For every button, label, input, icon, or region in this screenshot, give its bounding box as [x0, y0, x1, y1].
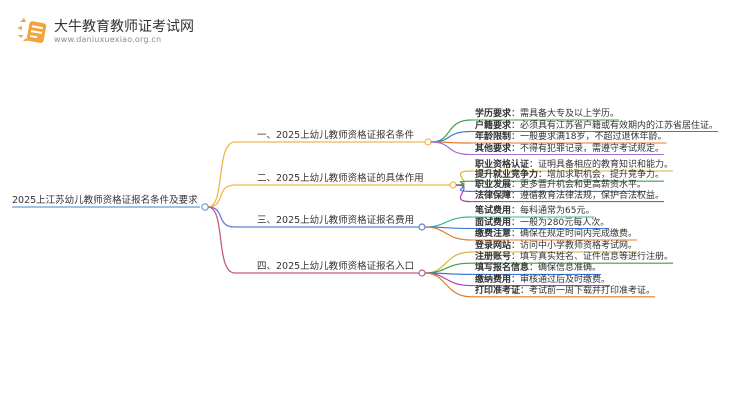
branch-node	[449, 181, 457, 189]
leaf-item: 职业资格认证：证明具备相应的教育知识和能力。	[475, 160, 673, 171]
leaf-item: 笔试费用：每科通常为65元。	[475, 206, 594, 217]
leaf-connector	[424, 216, 472, 228]
leaf-key: 登录网站	[475, 241, 512, 251]
leaf-item: 其他要求：不得有犯罪记录，需遵守考试规定。	[475, 144, 664, 155]
logo-title: 大牛教育教师证考试网	[54, 19, 194, 35]
leaf-text: ：增加求职机会，提升竞争力。	[538, 170, 665, 181]
leaf-text: ：一般为280元每人次。	[511, 217, 610, 228]
root-node-label: 2025上江苏幼儿教师资格证报名条件及要求	[12, 195, 198, 206]
leaf-item: 年龄限制：一般要求满18岁，不超过退休年龄。	[475, 132, 666, 143]
leaf-key: 面试费用	[475, 217, 512, 228]
branch-node	[418, 269, 426, 277]
leaf-key: 缴费注意	[475, 229, 512, 239]
leaf-text: ：审核通过后及时缴费。	[511, 274, 611, 285]
leaf-connector	[424, 251, 472, 274]
leaf-item: 户籍要求：必须具有江苏省户籍或有效期内的江苏省居住证。	[475, 121, 718, 132]
branch-label: 一、2025上幼儿教师资格证报名条件	[257, 130, 415, 141]
leaf-connector	[455, 184, 472, 203]
logo-icon	[17, 18, 47, 43]
branch-connector	[207, 184, 236, 208]
leaf-text: ：证明具备相应的教育知识和能力。	[529, 160, 674, 170]
branch-label: 四、2025上幼儿教师资格证报名入口	[257, 261, 415, 272]
leaf-text: ：更多晋升机会和更高薪资水平。	[511, 180, 647, 191]
leaf-key: 填写报名信息	[475, 263, 530, 274]
leaf-text: ：一般要求满18岁，不超过退休年龄。	[511, 132, 667, 142]
leaf-connector	[424, 272, 472, 298]
leaf-connector	[430, 130, 472, 143]
leaf-text: ：必须具有江苏省户籍或有效期内的江苏省居住证。	[511, 120, 719, 131]
leaf-key: 户籍要求	[475, 120, 512, 131]
leaf-connector	[430, 119, 472, 143]
leaf-item: 职业发展：更多晋升机会和更高薪资水平。	[475, 180, 646, 191]
leaf-text: ：不得有犯罪记录，需遵守考试规定。	[511, 143, 665, 154]
leaf-item: 注册账号：填写真实姓名、证件信息等进行注册。	[475, 252, 673, 263]
leaf-item: 缴纳费用：审核通过后及时缴费。	[475, 275, 610, 286]
leaf-text: ：每科通常为65元。	[511, 206, 595, 216]
leaf-item: 登录网站：访问中小学教师资格考试网。	[475, 241, 637, 252]
branch-node	[424, 138, 432, 146]
logo-url: www.daniuxuexiao.org.cn	[54, 35, 162, 44]
leaf-item: 面试费用：一般为280元每人次。	[475, 218, 609, 229]
leaf-text: ：填写真实姓名、证件信息等进行注册。	[511, 252, 674, 263]
leaf-connector	[424, 226, 472, 241]
leaf-key: 缴纳费用	[475, 274, 512, 285]
leaf-key: 打印准考证	[475, 285, 521, 296]
leaf-key: 学历要求	[475, 109, 512, 119]
leaf-item: 缴费注意：确保在规定时间内完成缴费。	[475, 229, 637, 240]
leaf-key: 职业资格认证	[475, 160, 530, 170]
branch-connector	[207, 206, 236, 274]
leaf-item: 提升就业竞争力：增加求职机会，提升竞争力。	[475, 170, 664, 181]
branch-connector	[207, 141, 236, 208]
leaf-connector	[455, 170, 472, 186]
leaf-connector	[424, 262, 472, 274]
leaf-text: ：考试前一周下载并打印准考证。	[520, 285, 656, 296]
branch-label: 三、2025上幼儿教师资格证报名费用	[257, 215, 415, 226]
leaf-key: 笔试费用	[475, 206, 512, 216]
leaf-connector	[455, 180, 472, 186]
leaf-text: ：确保信息准确。	[529, 263, 602, 274]
leaf-key: 提升就业竞争力	[475, 170, 539, 181]
leaf-item: 学历要求：需具备大专及以上学历。	[475, 109, 619, 120]
leaf-key: 注册账号	[475, 252, 512, 263]
root-node	[201, 203, 209, 211]
leaf-key: 其他要求	[475, 143, 512, 154]
leaf-key: 法律保障	[475, 190, 512, 201]
leaf-text: ：需具备大专及以上学历。	[511, 109, 620, 119]
branch-label: 二、2025上幼儿教师资格证的具体作用	[257, 173, 424, 184]
leaf-item: 填写报名信息：确保信息准确。	[475, 263, 601, 274]
leaf-item: 法律保障：遵循教育法律法规，保护合法权益。	[475, 191, 664, 202]
leaf-text: ：确保在规定时间内完成缴费。	[511, 229, 638, 239]
leaf-text: ：遵循教育法律法规，保护合法权益。	[511, 190, 665, 201]
branch-node	[418, 223, 426, 231]
leaf-key: 职业发展	[475, 180, 512, 191]
leaf-connector	[430, 141, 472, 156]
leaf-text: ：访问中小学教师资格考试网。	[511, 241, 638, 251]
branch-connector	[207, 206, 236, 228]
leaf-key: 年龄限制	[475, 132, 512, 142]
site-logo: 大牛教育教师证考试网 www.daniuxuexiao.org.cn	[14, 12, 194, 52]
leaf-item: 打印准考证：考试前一周下载并打印准考证。	[475, 286, 655, 297]
